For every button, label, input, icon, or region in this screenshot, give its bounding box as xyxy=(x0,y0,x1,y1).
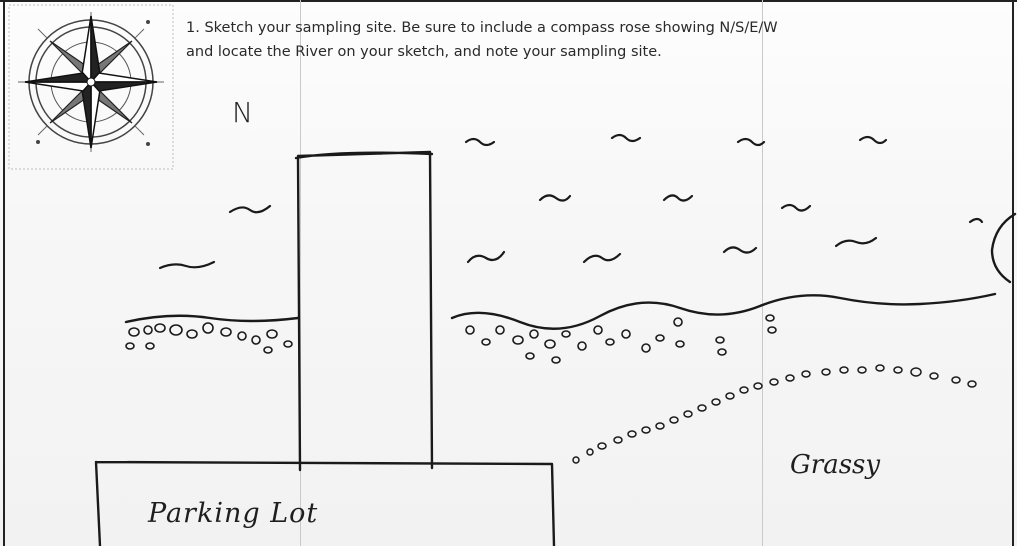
river-bank-line xyxy=(452,294,995,329)
pebble-path xyxy=(573,365,976,463)
north-label: N xyxy=(232,96,253,129)
river-curve xyxy=(992,214,1015,282)
grassy-label: Grassy xyxy=(790,450,880,480)
bank-pebbles xyxy=(126,315,776,363)
water-ripples xyxy=(160,135,982,268)
parking-lot-label: Parking Lot xyxy=(148,498,318,529)
river-bank-line-left xyxy=(126,316,298,322)
dock-outline xyxy=(296,152,432,470)
